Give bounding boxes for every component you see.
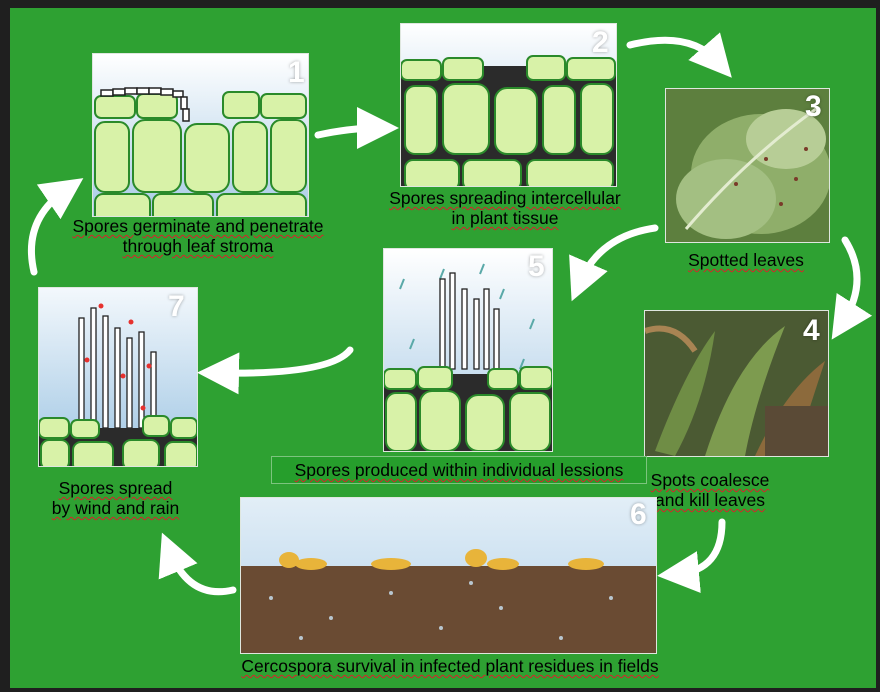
arrow-3-to-5 — [580, 228, 655, 282]
arrow-3-to-4 — [843, 240, 857, 322]
arrow-1-to-2 — [318, 128, 378, 135]
arrow-5-to-7 — [218, 350, 350, 373]
arrow-4-to-6 — [678, 522, 722, 574]
arrow-2-to-3 — [630, 40, 718, 62]
arrow-7-to-1 — [31, 190, 66, 272]
arrow-6-to-7 — [170, 552, 233, 592]
